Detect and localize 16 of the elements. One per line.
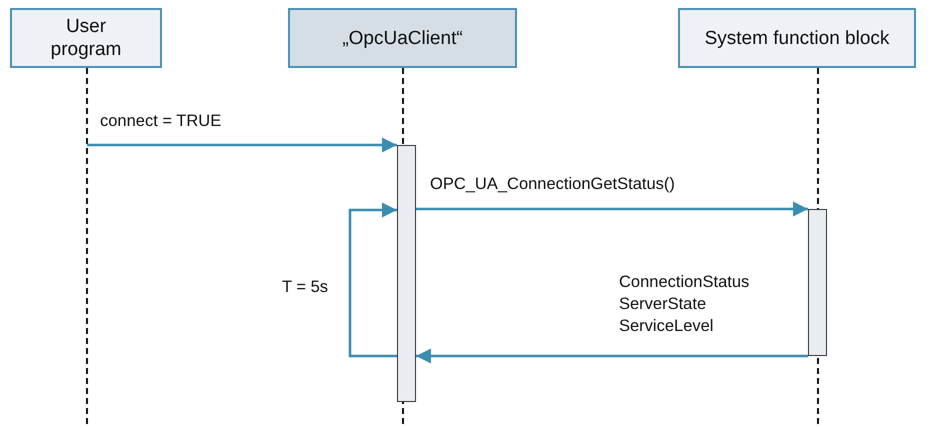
edge-label: OPC_UA_ConnectionGetStatus(): [430, 174, 676, 195]
lifeline-header: [10, 8, 162, 68]
message-arrow: [416, 202, 808, 216]
message-arrow: [416, 348, 808, 364]
activation-bar: [808, 209, 827, 356]
edge-label: T = 5s: [282, 277, 330, 298]
lifeline-name: User program: [50, 15, 122, 61]
edge-label: ConnectionStatus ServerState ServiceLevel: [619, 272, 750, 337]
lifeline-header: [678, 8, 916, 68]
lifeline-name: System function block: [704, 26, 890, 50]
activation-bar: [397, 145, 416, 402]
lifeline-name: „OpcUaClient“: [342, 26, 463, 50]
edge-label: connect = TRUE: [100, 111, 222, 132]
message-arrow: [87, 138, 397, 152]
lifeline-header: [288, 8, 517, 68]
message-arrow: [348, 202, 397, 358]
